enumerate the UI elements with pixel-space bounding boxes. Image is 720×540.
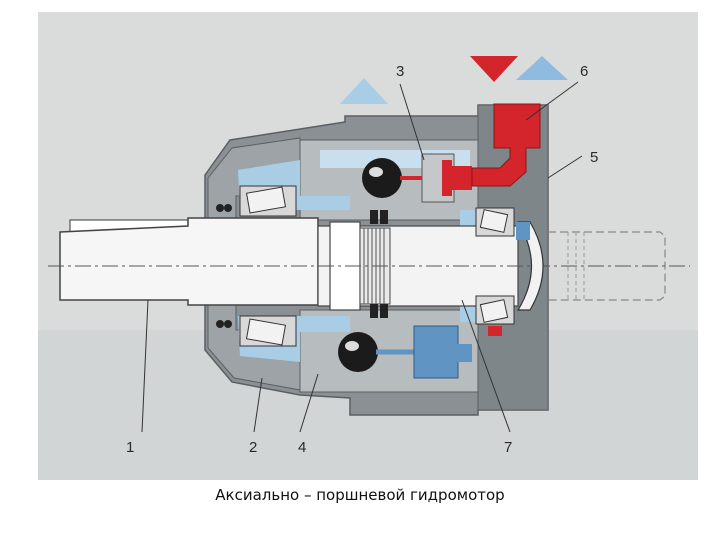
shaft-rear-grooves: [567, 232, 585, 300]
label-1: 1: [126, 439, 134, 456]
leader-lines: [141, 81, 583, 433]
rear-cap: [516, 221, 544, 311]
lower-piston: [338, 325, 472, 379]
outlet-arrow-right-icon: [516, 56, 568, 80]
inlet-arrow-down-red-icon: [470, 56, 518, 82]
label-3: 3: [396, 63, 404, 80]
housing-front-flange: [207, 137, 301, 391]
shaft-rear-dashed: [548, 231, 666, 301]
shaft-seals: [216, 204, 388, 328]
output-shaft: [59, 217, 319, 306]
pressure-mark: [488, 326, 502, 336]
front-bearing-top: [239, 185, 297, 217]
label-7: 7: [504, 439, 512, 456]
return-mark: [516, 222, 530, 240]
diagram-caption: Аксиально – поршневой гидромотор: [215, 486, 505, 504]
label-4: 4: [298, 439, 306, 456]
rear-bearing-top: [475, 207, 515, 237]
front-bearing-bottom: [239, 315, 297, 347]
pressure-port: [471, 103, 541, 187]
rear-bearing-bottom: [475, 295, 515, 325]
outlet-arrow-left-icon: [340, 78, 388, 104]
upper-piston: [362, 153, 472, 203]
label-2: 2: [249, 439, 257, 456]
label-5: 5: [590, 149, 598, 166]
label-6: 6: [580, 63, 588, 80]
